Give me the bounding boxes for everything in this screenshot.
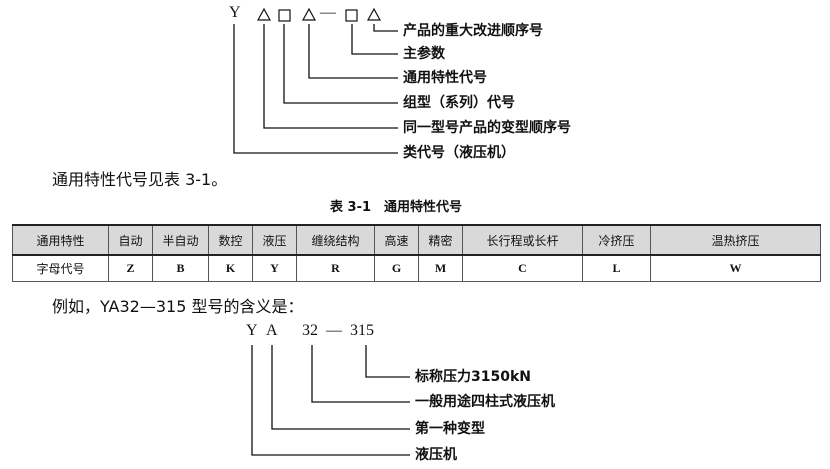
header-cell: 冷挤压: [582, 224, 651, 256]
triangle-symbol-2: [301, 7, 317, 21]
leader-line-3: [308, 24, 398, 79]
table-cell: W: [650, 254, 821, 282]
label-hydraulic-press: 液压机: [415, 447, 457, 463]
table-cell: R: [296, 254, 375, 282]
label-general-feature-code: 通用特性代号: [403, 70, 487, 86]
label-variant-seq: 同一型号产品的变型顺序号: [403, 120, 571, 136]
header-cell: 数控: [208, 224, 253, 256]
triangle-symbol-3: [366, 7, 382, 21]
label-improvement-seq: 产品的重大改进顺序号: [403, 23, 543, 39]
leader-line-1: [373, 24, 398, 32]
header-cell: 缠绕结构: [296, 224, 375, 256]
code-part-32: 32: [302, 322, 318, 339]
example-text: 例如，YA32—315 型号的含义是：: [52, 297, 304, 316]
label-group-type-code: 组型（系列）代号: [403, 95, 515, 111]
header-cell: 精密: [418, 224, 463, 256]
feature-code-table: 通用特性 自动 半自动 数控 液压 缠绕结构 高速 精密 长行程或长杆 冷挤压 …: [12, 224, 821, 282]
label-class-code: 类代号（液压机）: [403, 145, 515, 161]
table-cell: G: [374, 254, 419, 282]
code-part-a: A: [266, 322, 278, 339]
header-cell: 温热挤压: [650, 224, 821, 256]
leader-line-8: [311, 345, 410, 403]
intro-text: 通用特性代号见表 3-1。: [52, 170, 228, 189]
code-part-y: Y: [246, 322, 258, 339]
table-cell: K: [208, 254, 253, 282]
label-nominal-pressure: 标称压力3150kN: [415, 369, 531, 385]
square-symbol-2: [345, 9, 358, 22]
code-dash: —: [320, 4, 336, 21]
label-first-variant: 第一种变型: [415, 421, 485, 437]
leader-line-2: [351, 24, 398, 55]
table-caption: 表 3-1 通用特性代号: [330, 200, 463, 215]
leader-line-9: [271, 345, 410, 430]
leader-line-7: [365, 345, 410, 378]
code-part-315: 315: [350, 322, 374, 339]
table-cell: 字母代号: [12, 254, 109, 282]
table-cell: Z: [108, 254, 153, 282]
table-cell: L: [582, 254, 651, 282]
leader-line-10: [251, 345, 410, 456]
header-cell: 长行程或长杆: [462, 224, 583, 256]
code-part-dash: —: [326, 322, 342, 339]
label-main-param: 主参数: [403, 46, 445, 62]
table-cell: Y: [252, 254, 297, 282]
leader-line-4: [283, 24, 398, 104]
header-cell: 通用特性: [12, 224, 109, 256]
header-cell: 高速: [374, 224, 419, 256]
triangle-symbol-1: [256, 7, 272, 21]
code-letter-y: Y: [229, 4, 241, 21]
header-cell: 半自动: [152, 224, 209, 256]
leader-line-6: [233, 24, 398, 154]
table-header-row: 通用特性 自动 半自动 数控 液压 缠绕结构 高速 精密 长行程或长杆 冷挤压 …: [12, 224, 821, 256]
table-cell: C: [462, 254, 583, 282]
table-cell: B: [152, 254, 209, 282]
label-four-column-press: 一般用途四柱式液压机: [415, 394, 555, 410]
table-cell: M: [418, 254, 463, 282]
table-row: 字母代号 Z B K Y R G M C L W: [12, 254, 821, 282]
square-symbol-1: [278, 9, 291, 22]
header-cell: 自动: [108, 224, 153, 256]
header-cell: 液压: [252, 224, 297, 256]
leader-line-5: [263, 24, 398, 129]
